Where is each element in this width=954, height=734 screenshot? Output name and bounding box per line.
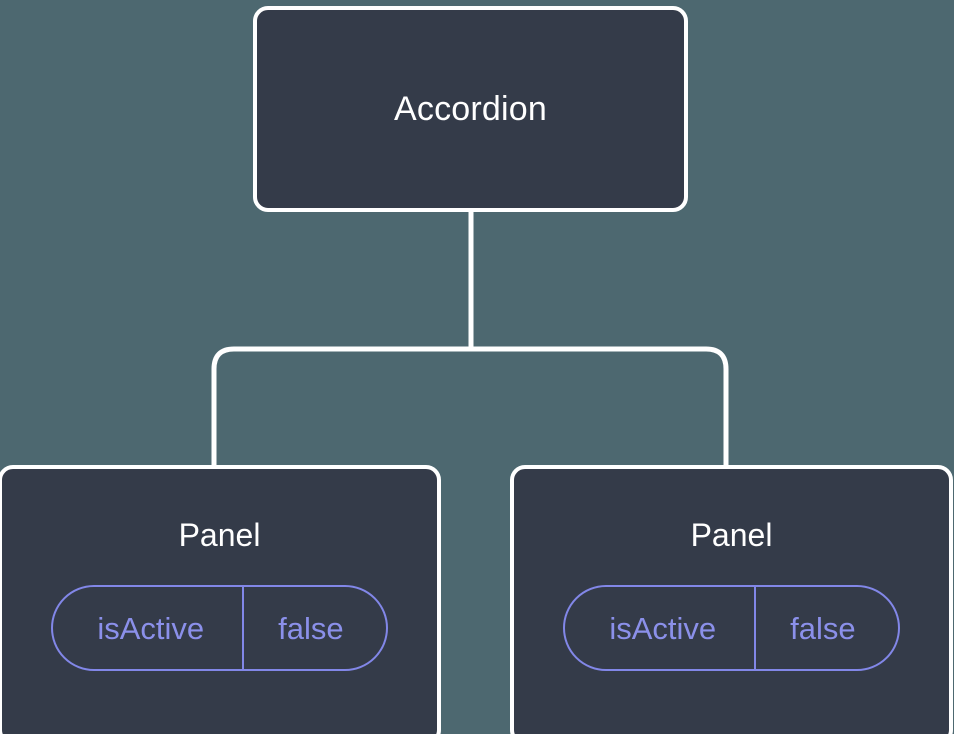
state-key-panel-1: isActive	[97, 610, 205, 646]
state-value-panel-2: false	[754, 587, 897, 669]
node-accordion-label: Accordion	[394, 90, 547, 128]
state-value-panel-1: false	[242, 587, 385, 669]
node-panel-2-label: Panel	[690, 517, 773, 553]
node-panel-2[interactable]: Panel isActive false	[510, 465, 953, 734]
node-accordion[interactable]: Accordion	[253, 6, 688, 212]
state-key-panel-2: isActive	[609, 610, 717, 646]
edge-root-to-panel-2	[471, 346, 729, 470]
node-panel-1[interactable]: Panel isActive false	[0, 465, 441, 734]
state-badge-panel-1[interactable]: isActive false	[51, 585, 388, 671]
state-badge-panel-2[interactable]: isActive false	[563, 585, 900, 671]
edge-root-to-panel-1	[211, 346, 471, 470]
node-panel-1-label: Panel	[178, 517, 261, 553]
